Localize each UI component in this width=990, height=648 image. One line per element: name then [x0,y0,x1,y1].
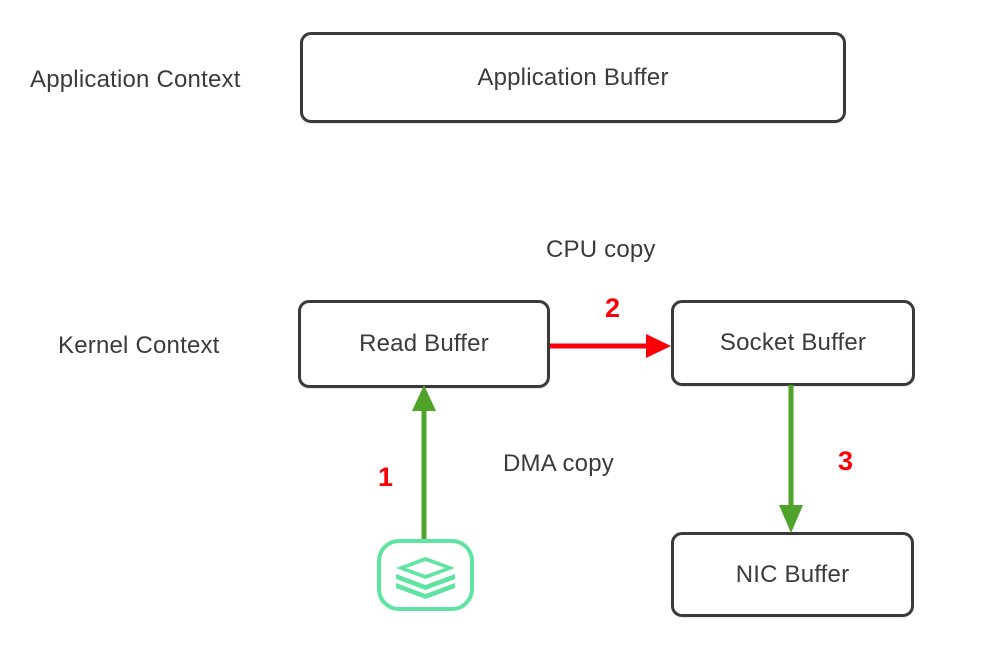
dma-nic-arrow-head [779,505,803,533]
nic-buffer-box[interactable]: NIC Buffer [671,532,914,617]
cpu-copy-label: CPU copy [546,236,656,263]
application-buffer-box[interactable]: Application Buffer [300,32,846,123]
dma-nic-arrow [779,385,803,533]
kernel-context-label: Kernel Context [58,332,220,359]
step-2-number: 2 [605,293,621,323]
dma-read-arrow [412,385,436,542]
step-1-number: 1 [378,462,394,492]
dma-read-arrow-head [412,385,436,411]
cpu-copy-arrow [550,334,671,358]
step-3-number: 3 [838,446,854,476]
application-buffer-label: Application Buffer [477,63,669,91]
dma-copy-label: DMA copy [503,450,614,477]
socket-buffer-box[interactable]: Socket Buffer [671,300,915,386]
read-buffer-box[interactable]: Read Buffer [298,300,550,388]
socket-buffer-label: Socket Buffer [719,329,867,356]
cpu-copy-arrow-head [646,334,671,358]
layers-stack-icon [396,557,455,599]
nic-buffer-label: NIC Buffer [735,560,850,588]
disk-source-icon[interactable] [376,538,475,612]
application-context-label: Application Context [30,66,241,93]
read-buffer-label: Read Buffer [359,330,489,357]
